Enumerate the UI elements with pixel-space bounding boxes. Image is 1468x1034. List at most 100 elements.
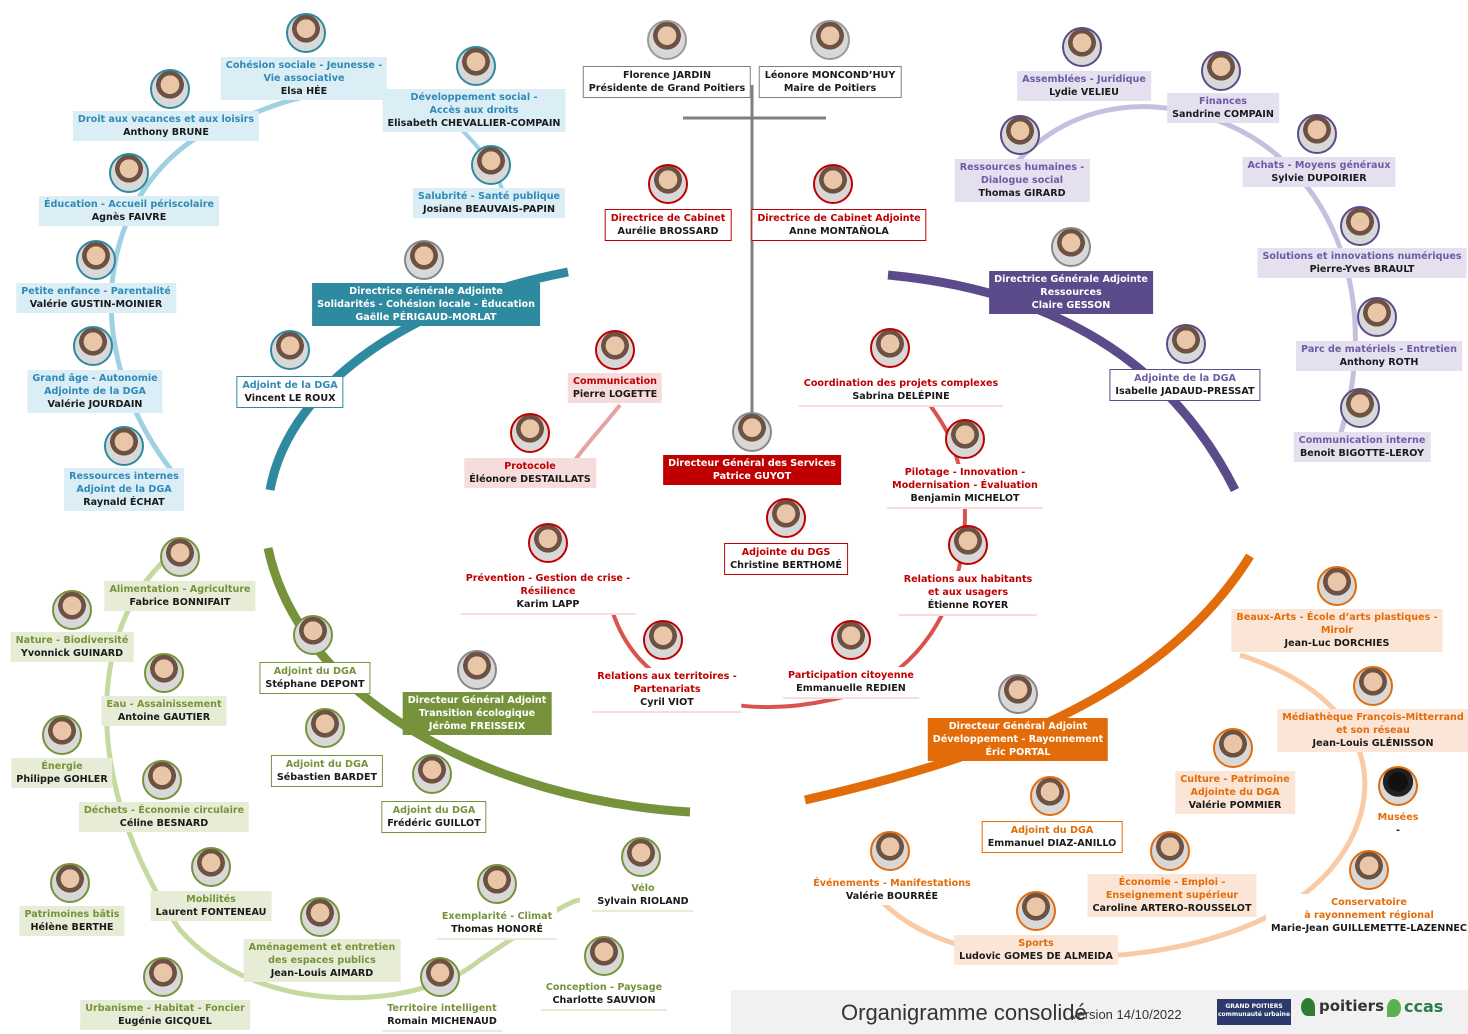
- node-role: Florence JARDIN: [623, 70, 711, 81]
- node-person-name: Sylvain RIOLAND: [597, 896, 689, 907]
- node-person-name: Gaëlle PÉRIGAUD-MORLAT: [355, 312, 497, 323]
- node-person-name: Céline BESNARD: [119, 818, 209, 829]
- avatar-exempl: [477, 864, 517, 904]
- avatar-adjguillot: [412, 754, 452, 794]
- avatar-solnum: [1340, 206, 1380, 246]
- avatar-proto: [510, 413, 550, 453]
- node-role: Sports: [1018, 938, 1054, 949]
- avatar-cabinetadj: [813, 164, 853, 204]
- avatar-adjdgajad: [1166, 324, 1206, 364]
- node-role-line2: Ressources: [1040, 287, 1102, 298]
- node-role: Mobilités: [186, 894, 236, 905]
- node-role: Achats - Moyens généraux: [1247, 160, 1391, 171]
- node-role: Salubrité - Santé publique: [417, 191, 561, 202]
- node-person-name: Thomas GIRARD: [978, 188, 1066, 199]
- node-role: Économie - Emploi -: [1118, 877, 1226, 888]
- avatar-partic: [831, 620, 871, 660]
- node-role-line2: Développement - Rayonnement: [932, 734, 1104, 745]
- node-role-line2: Adjointe du DGA: [1190, 787, 1280, 798]
- avatar-finances: [1201, 51, 1241, 91]
- node-role: Éducation - Accueil périscolaire: [43, 199, 215, 210]
- node-role: Directrice de Cabinet: [610, 213, 726, 224]
- node-person-name: Christine BERTHOMÉ: [730, 560, 842, 571]
- avatar-educ: [109, 153, 149, 193]
- node-role: Adjoint du DGA: [1010, 825, 1094, 836]
- node-role-line2: Miroir: [1320, 625, 1354, 636]
- orange-branch-arc: [803, 553, 1254, 805]
- avatar-coord: [870, 328, 910, 368]
- node-role: Urbanisme - Habitat - Foncier: [85, 1003, 245, 1014]
- node-role-line2: Modernisation - Évaluation: [892, 480, 1038, 491]
- node-person-name: Karim LAPP: [516, 599, 580, 610]
- org-node-adjdgs: Adjointe du DGS Christine BERTHOMÉ: [724, 543, 848, 575]
- node-person-name: Pierre LOGETTE: [572, 389, 658, 400]
- avatar-adjdeport: [293, 615, 333, 655]
- top-hierarchy-line: [683, 85, 826, 420]
- node-role: Directeur Général Adjoint: [948, 721, 1088, 732]
- node-role: Déchets - Économie circulaire: [83, 805, 245, 816]
- chart-title: Organigramme consolidé: [841, 1000, 1087, 1025]
- node-role: Patrimoines bâtis: [24, 909, 120, 920]
- lightpurple-branch-arc: [1008, 104, 1358, 451]
- avatar-parc: [1357, 297, 1397, 337]
- node-role: Adjoint du DGA: [285, 759, 369, 770]
- node-role-line2: et aux usagers: [927, 587, 1009, 598]
- node-role-line2: à rayonnement régional: [1304, 910, 1434, 921]
- node-person-name: Maire de Poitiers: [783, 83, 877, 94]
- node-role: Relations aux territoires -: [597, 671, 737, 682]
- org-node-cohesion: Cohésion sociale - Jeunesse -Vie associa…: [220, 57, 388, 100]
- node-role: Énergie: [41, 761, 83, 772]
- org-node-prev: Prévention - Gestion de crise -Résilienc…: [460, 570, 636, 615]
- node-role: Alimentation - Agriculture: [109, 584, 251, 595]
- node-role: Conservatoire: [1331, 897, 1407, 908]
- node-person-name: Jérôme FREISSEIX: [428, 721, 526, 732]
- node-person-name: Anthony BRUNE: [123, 127, 209, 138]
- node-role: Directrice Générale Adjointe: [349, 286, 503, 297]
- avatar-achats: [1297, 114, 1337, 154]
- node-person-name: Benoit BIGOTTE-LEROY: [1299, 448, 1425, 459]
- node-person-name: Valérie GUSTIN-MOINIER: [29, 299, 163, 310]
- node-person-name: Cyril VIOT: [640, 697, 694, 708]
- avatar-dgatrans: [457, 650, 497, 690]
- purple-branch-arc: [887, 270, 1240, 493]
- avatar-jardin: [647, 20, 687, 60]
- avatar-prev: [528, 523, 568, 563]
- node-person-name: Lydie VELIEU: [1049, 87, 1119, 98]
- node-person-name: Pierre-Yves BRAULT: [1309, 264, 1415, 275]
- node-role: Nature - Biodiversité: [15, 635, 129, 646]
- node-role: Ressources internes: [69, 471, 179, 482]
- node-role-line2: Transition écologique: [418, 708, 536, 719]
- node-role: Médiathèque François-Mitterrand: [1282, 712, 1464, 723]
- node-role-line2: Adjointe de la DGA: [44, 386, 146, 397]
- node-role: Adjointe du DGS: [741, 547, 831, 558]
- node-role: Événements - Manifestations: [813, 878, 971, 889]
- avatar-dechets: [142, 760, 182, 800]
- node-person-name: Présidente de Grand Poitiers: [588, 83, 746, 94]
- node-person-name: Stéphane DEPONT: [265, 679, 365, 690]
- avatar-petite: [76, 240, 116, 280]
- node-person-name: Thomas HONORÉ: [451, 924, 543, 935]
